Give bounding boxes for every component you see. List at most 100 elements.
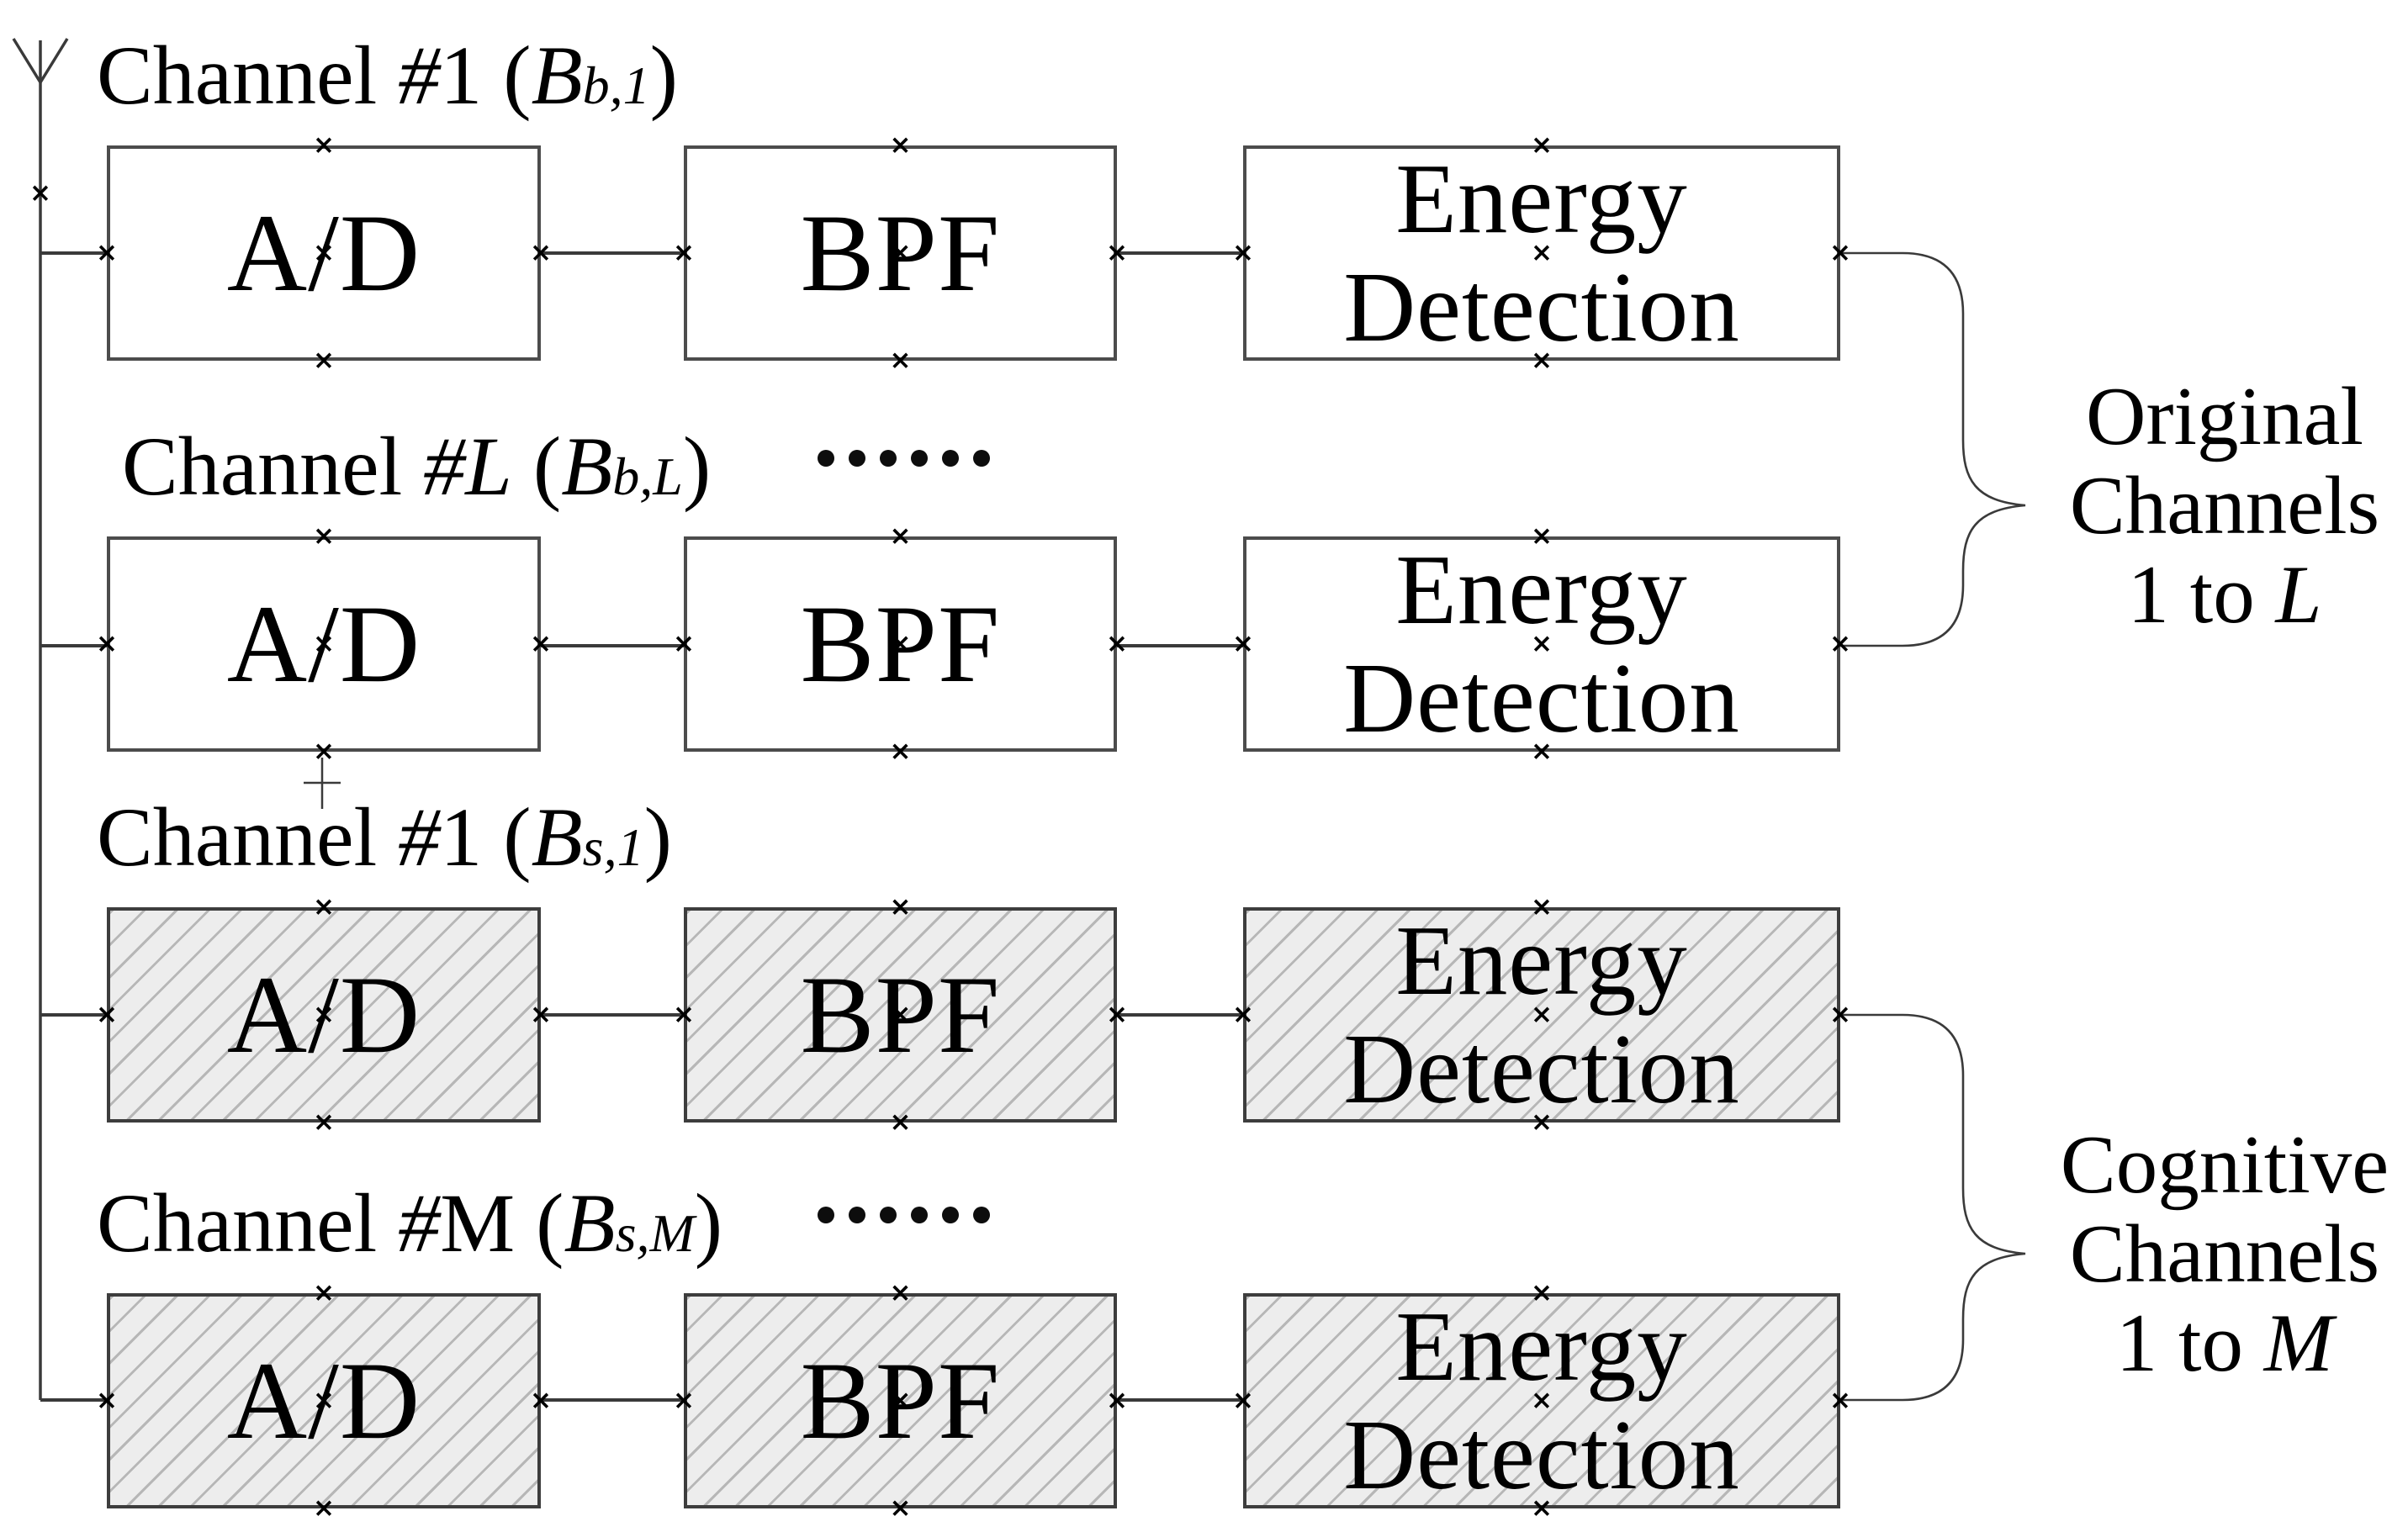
channel-label-row3: Channel #1 (Bs,1) — [97, 790, 672, 884]
block-label: A/D — [226, 191, 421, 314]
x-connection-marker: × — [673, 628, 695, 659]
ellipsis-separator-2 — [818, 1207, 990, 1223]
group-label-line: Channels — [2069, 460, 2380, 552]
x-connection-marker: × — [530, 237, 552, 268]
x-connection-marker: × — [673, 237, 695, 268]
x-connection-marker: × — [1232, 237, 1254, 268]
x-connection-marker: × — [889, 1107, 912, 1138]
block-ad-row3: A/D — [107, 907, 541, 1123]
x-connection-marker: × — [1531, 129, 1553, 161]
block-label: A/D — [226, 582, 421, 705]
block-bpf-row1: BPF — [684, 145, 1117, 361]
x-connection-marker: × — [1106, 1385, 1128, 1416]
dot — [818, 1207, 834, 1223]
x-connection-marker: × — [889, 1492, 912, 1524]
x-connection-marker: × — [1232, 1385, 1254, 1416]
block-bpf-row4: BPF — [684, 1293, 1117, 1508]
dot — [942, 1207, 959, 1223]
group-label-line: Cognitive — [2060, 1119, 2389, 1211]
block-ad-row4: A/D — [107, 1293, 541, 1508]
x-connection-marker: × — [889, 736, 912, 767]
x-connection-marker: × — [889, 237, 912, 268]
x-connection-marker: × — [1106, 237, 1128, 268]
dot — [880, 1207, 897, 1223]
x-connection-marker: × — [1829, 237, 1851, 268]
x-connection-marker: × — [313, 345, 335, 376]
x-connection-marker: × — [673, 1385, 695, 1416]
x-connection-marker: × — [889, 628, 912, 659]
x-connection-marker: × — [313, 1492, 335, 1524]
x-connection-marker: × — [29, 177, 51, 209]
x-connection-marker: × — [1531, 1385, 1553, 1416]
dot — [973, 1207, 990, 1223]
x-connection-marker: × — [530, 999, 552, 1030]
group-label-line: 1 to M — [2115, 1297, 2334, 1389]
ellipsis-separator-1 — [818, 450, 990, 467]
dot — [880, 450, 897, 467]
x-connection-marker: × — [313, 1385, 335, 1416]
dot — [818, 450, 834, 467]
block-ad-row1: A/D — [107, 145, 541, 361]
block-label: BPF — [800, 953, 1001, 1076]
x-connection-marker: × — [889, 520, 912, 552]
channel-label-row1: Channel #1 (Bb,1) — [97, 29, 678, 122]
x-connection-marker: × — [889, 345, 912, 376]
x-connection-marker: × — [889, 999, 912, 1030]
x-connection-marker: × — [313, 129, 335, 161]
x-connection-marker: × — [313, 891, 335, 922]
x-connection-marker: × — [1106, 999, 1128, 1030]
brace-cognitive-channels — [1840, 1013, 2026, 1402]
x-connection-marker: × — [1531, 237, 1553, 268]
dot — [849, 1207, 865, 1223]
x-connection-marker: × — [313, 1107, 335, 1138]
brace-original-channels — [1840, 251, 2026, 647]
block-bpf-row3: BPF — [684, 907, 1117, 1123]
channel-label-row2: Channel #L (Bb,L) — [122, 420, 712, 513]
x-connection-marker: × — [1531, 999, 1553, 1030]
dot — [911, 1207, 928, 1223]
x-connection-marker: × — [1232, 628, 1254, 659]
x-connection-marker: × — [1531, 1277, 1553, 1308]
block-label: A/D — [226, 1339, 421, 1462]
x-connection-marker: × — [1531, 520, 1553, 552]
plus-marker — [304, 758, 341, 809]
x-connection-marker: × — [530, 1385, 552, 1416]
x-connection-marker: × — [1531, 628, 1553, 659]
x-connection-marker: × — [1232, 999, 1254, 1030]
group-label-line: Original — [2086, 371, 2363, 462]
x-connection-marker: × — [889, 1277, 912, 1308]
x-connection-marker: × — [96, 999, 118, 1030]
dot — [942, 450, 959, 467]
x-connection-marker: × — [1829, 999, 1851, 1030]
x-connection-marker: × — [313, 736, 335, 767]
block-bpf-row2: BPF — [684, 536, 1117, 752]
group-label-original-channels: Original Channels 1 to L — [2044, 372, 2405, 640]
block-label: BPF — [800, 582, 1001, 705]
x-connection-marker: × — [889, 891, 912, 922]
block-label: BPF — [800, 191, 1001, 314]
x-connection-marker: × — [313, 237, 335, 268]
x-connection-marker: × — [96, 628, 118, 659]
x-connection-marker: × — [1531, 1107, 1553, 1138]
x-connection-marker: × — [96, 237, 118, 268]
group-label-cognitive-channels: Cognitive Channels 1 to M — [2044, 1121, 2405, 1388]
x-connection-marker: × — [96, 1385, 118, 1416]
x-connection-marker: × — [1531, 345, 1553, 376]
x-connection-marker: × — [1829, 1385, 1851, 1416]
channel-label-row4: Channel #M (Bs,M) — [97, 1176, 723, 1270]
group-label-line: 1 to L — [2127, 549, 2322, 641]
antenna-icon — [12, 38, 69, 83]
x-connection-marker: × — [313, 1277, 335, 1308]
x-connection-marker: × — [313, 520, 335, 552]
dot — [849, 450, 865, 467]
dot — [973, 450, 990, 467]
x-connection-marker: × — [1829, 628, 1851, 659]
block-label: A/D — [226, 953, 421, 1076]
x-connection-marker: × — [313, 628, 335, 659]
